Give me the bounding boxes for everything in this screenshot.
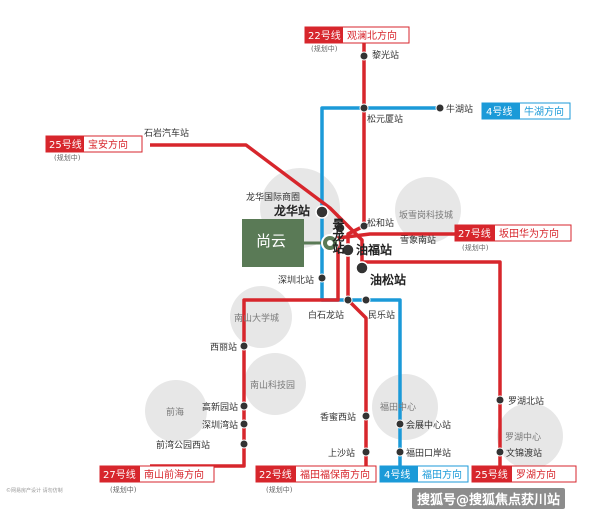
- zone-bantian-circle: [395, 177, 461, 243]
- label-xili: 西丽站: [210, 341, 237, 353]
- footer-note: ©网易房产设计 请勿仿制: [6, 487, 63, 494]
- project-name: 尚云: [256, 232, 286, 250]
- tag-l27-south-note: (规划中): [110, 485, 137, 494]
- dot-longhua: [315, 205, 329, 219]
- tag-l4-north-num: 4号线: [486, 105, 512, 118]
- tag-l27-east-note: (规划中): [462, 243, 489, 252]
- zone-nanshan-tech: 南山科技园: [250, 379, 295, 391]
- dot-songhe: [359, 221, 369, 231]
- tag-l25-north-note: (规划中): [54, 153, 81, 162]
- label-qianwanpark: 前湾公园西站: [156, 439, 210, 451]
- label-songhe: 松和站: [367, 217, 394, 229]
- tag-l27-east-dir: 坂田华为方向: [499, 227, 559, 240]
- tag-l4-south-num: 4号线: [384, 468, 410, 481]
- dot-lixin: [359, 51, 369, 61]
- dot-youfu: [341, 243, 355, 257]
- label-shiyan: 石岩汽车站: [144, 127, 189, 139]
- label-gaoxinyuan: 高新园站: [202, 401, 238, 413]
- label-shangsha: 上沙站: [328, 447, 355, 459]
- station-dots: [239, 51, 505, 457]
- label-longhua-circle: 龙华国际商圈: [246, 191, 300, 203]
- tag-l4-south-dir: 福田方向: [422, 468, 462, 481]
- zone-labels: 坂雪岗科技城 南山大学城 南山科技园 前海 福田中心 罗湖中心: [166, 209, 541, 443]
- line-4: [320, 106, 440, 466]
- label-shenzhenwan: 深圳湾站: [202, 419, 238, 431]
- direction-tags: 22号线 观澜北方向 (规划中) 4号线 牛湖方向 25号线 宝安方向 (规划中…: [45, 26, 577, 494]
- tag-l27-east-num: 27号线: [458, 227, 491, 240]
- label-shenzhenbei: 深圳北站: [278, 274, 314, 286]
- dot-jinglong: [334, 222, 346, 234]
- tag-l25-north-dir: 宝安方向: [88, 138, 128, 151]
- label-xuexiangnan: 雪象南站: [400, 234, 436, 246]
- station-labels: 黎光站 松元厦站 牛湖站 石岩汽车站 龙华国际商圈 龙华站 景龙站 松和站 雪象…: [144, 49, 544, 459]
- tag-l22-north: 22号线 观澜北方向 (规划中): [304, 26, 410, 53]
- label-songyuansha: 松元厦站: [367, 113, 403, 125]
- tag-l25-north: 25号线 宝安方向 (规划中): [45, 135, 143, 162]
- label-futiankouan: 福田口岸站: [406, 447, 451, 459]
- dot-futiankouan: [395, 447, 405, 457]
- dot-huizhan: [395, 419, 405, 429]
- tag-l25-south-num: 25号线: [475, 468, 508, 481]
- dot-yousong: [355, 261, 369, 275]
- tag-l27-south-dir: 南山前海方向: [144, 468, 204, 481]
- line-22-path: [346, 38, 368, 466]
- dot-baishilong: [343, 295, 353, 305]
- tag-l22-south-note: (规划中): [266, 485, 293, 494]
- dot-luohubei: [495, 395, 505, 405]
- tag-l22-north-dir: 观澜北方向: [347, 29, 397, 42]
- label-baishilong: 白石龙站: [308, 309, 344, 321]
- zone-luohu: 罗湖中心: [505, 431, 541, 443]
- tag-l22-north-num: 22号线: [308, 29, 341, 42]
- tag-l22-south: 22号线 福田福保南方向 (规划中): [255, 465, 377, 494]
- dot-shenzhenbei: [317, 273, 327, 283]
- tag-l27-east: 27号线 坂田华为方向 (规划中): [454, 224, 572, 252]
- zone-futian-circle: [372, 374, 438, 440]
- zone-luohu-circle: [497, 403, 563, 469]
- tag-l25-south-dir: 罗湖方向: [516, 468, 556, 481]
- label-longhua: 龙华站: [274, 203, 310, 218]
- project-marker: 尚云: [242, 219, 339, 267]
- tag-l25-south: 25号线 罗湖方向: [471, 465, 577, 483]
- label-wenjindu: 文锦渡站: [506, 447, 542, 459]
- dot-xiangmixi: [361, 411, 371, 421]
- tag-l25-north-num: 25号线: [49, 138, 82, 151]
- label-xiangmixi: 香蜜西站: [320, 411, 356, 423]
- tag-l22-north-note: (规划中): [311, 44, 338, 53]
- label-lixin: 黎光站: [372, 49, 399, 61]
- label-niuhu: 牛湖站: [446, 103, 473, 115]
- zone-qianhai-circle: [145, 380, 207, 442]
- label-luohubei: 罗湖北站: [508, 395, 544, 407]
- zone-nanshan-univ: 南山大学城: [234, 312, 279, 324]
- project-box: [242, 219, 304, 267]
- dot-songyuansha: [359, 103, 369, 113]
- dot-shenzhenwan: [239, 419, 249, 429]
- dot-xili: [239, 341, 249, 351]
- line-27-path: [150, 232, 455, 468]
- tag-l4-north-dir: 牛湖方向: [524, 105, 564, 118]
- tag-l27-south: 27号线 南山前海方向 (规划中): [99, 465, 215, 494]
- tag-l4-north: 4号线 牛湖方向: [481, 102, 571, 120]
- tag-l4-south: 4号线 福田方向: [379, 465, 469, 483]
- tag-l27-south-num: 27号线: [103, 468, 136, 481]
- dot-minle: [361, 295, 371, 305]
- zone-futian: 福田中心: [380, 401, 416, 413]
- zone-bantian: 坂雪岗科技城: [399, 209, 453, 221]
- label-youfu: 油福站: [356, 242, 392, 257]
- dot-niuhu: [435, 103, 445, 113]
- label-minle: 民乐站: [368, 309, 395, 321]
- zone-qianhai: 前海: [166, 406, 184, 418]
- label-jinglong: 景龙站: [331, 218, 345, 255]
- red-lines: [150, 38, 502, 468]
- tag-l22-south-dir: 福田福保南方向: [300, 468, 370, 481]
- dot-shangsha: [361, 447, 371, 457]
- watermark: 搜狐号@搜狐焦点获川站: [412, 488, 566, 509]
- label-yousong: 油松站: [370, 272, 406, 287]
- tag-l22-south-num: 22号线: [259, 468, 292, 481]
- zone-nanshan-tech-circle: [244, 353, 306, 415]
- dot-gaoxinyuan: [239, 401, 249, 411]
- dot-wenjindu: [495, 447, 505, 457]
- dot-qianwanpark: [239, 439, 249, 449]
- label-huizhan: 会展中心站: [406, 419, 451, 431]
